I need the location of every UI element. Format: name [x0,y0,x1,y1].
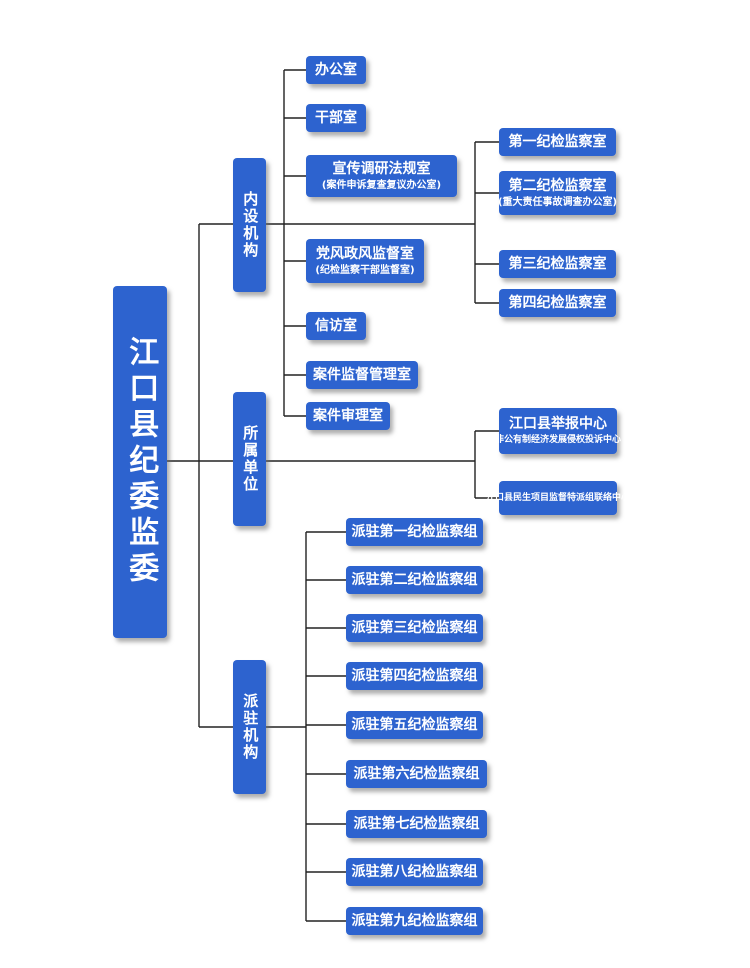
neishe-item-cadre[interactable]: 干部室 [306,104,366,132]
paizhu-group-label: 派驻第五纪检监察组 [351,716,478,733]
jijian-room-sublabel: (重大责任事故调查办公室) [497,196,618,208]
suoshu-item-report-center[interactable]: 江口县举报中心 非公有制经济发展侵权投诉中心 [495,408,621,454]
neishe-item-case-management[interactable]: 案件监督管理室 [306,361,418,389]
root-label: 江口县纪委监委 [123,336,159,588]
neishe-item-label: 信访室 [315,317,357,334]
neishe-item-label: 案件审理室 [313,407,383,424]
group-neishe-label: 内设机构 [241,191,260,259]
paizhu-group-2[interactable]: 派驻第二纪检监察组 [346,566,483,594]
neishe-item-label: 党风政风监督室 [316,245,414,262]
suoshu-item-livelihood-center[interactable]: 江口县民生项目监督特派组联络中心 [486,481,630,515]
neishe-item-office[interactable]: 办公室 [306,56,366,84]
paizhu-group-1[interactable]: 派驻第一纪检监察组 [346,518,483,546]
group-paizhu-label: 派驻机构 [241,693,260,761]
group-neishe[interactable]: 内设机构 [233,158,266,292]
paizhu-group-label: 派驻第九纪检监察组 [351,912,478,929]
jijian-room-label: 第四纪检监察室 [508,294,607,311]
paizhu-group-label: 派驻第八纪检监察组 [351,863,478,880]
jijian-room-label: 第三纪检监察室 [508,255,607,272]
jijian-room-2[interactable]: 第二纪检监察室 (重大责任事故调查办公室) [497,171,618,215]
neishe-item-label: 干部室 [315,109,357,126]
paizhu-group-6[interactable]: 派驻第六纪检监察组 [346,760,487,788]
paizhu-group-label: 派驻第六纪检监察组 [353,765,480,782]
paizhu-group-8[interactable]: 派驻第八纪检监察组 [346,858,483,886]
group-suoshu[interactable]: 所属单位 [233,392,266,526]
neishe-item-label: 宣传调研法规室 [332,160,431,177]
jijian-room-label: 第二纪检监察室 [508,177,607,194]
group-paizhu[interactable]: 派驻机构 [233,660,266,794]
suoshu-item-sublabel: 非公有制经济发展侵权投诉中心 [495,435,622,446]
neishe-item-sublabel: (案件申诉复查复议办公室) [321,179,442,191]
paizhu-group-7[interactable]: 派驻第七纪检监察组 [346,810,487,838]
paizhu-group-9[interactable]: 派驻第九纪检监察组 [346,907,483,935]
neishe-item-sublabel: (纪检监察干部监督室) [315,264,415,276]
neishe-item-style-supervision[interactable]: 党风政风监督室 (纪检监察干部监督室) [306,239,424,283]
paizhu-group-label: 派驻第三纪检监察组 [351,619,478,636]
paizhu-group-label: 派驻第二纪检监察组 [351,571,478,588]
suoshu-item-label: 江口县举报中心 [509,416,607,433]
root-node[interactable]: 江口县纪委监委 [113,286,167,638]
paizhu-group-label: 派驻第四纪检监察组 [351,667,478,684]
jijian-room-4[interactable]: 第四纪检监察室 [499,289,616,317]
jijian-room-label: 第一纪检监察室 [508,133,607,150]
paizhu-group-label: 派驻第七纪检监察组 [353,815,480,832]
jijian-room-1[interactable]: 第一纪检监察室 [499,128,616,156]
neishe-item-label: 案件监督管理室 [313,366,411,383]
paizhu-group-label: 派驻第一纪检监察组 [351,523,478,540]
group-suoshu-label: 所属单位 [241,425,260,493]
neishe-item-petition[interactable]: 信访室 [306,312,366,340]
paizhu-group-5[interactable]: 派驻第五纪检监察组 [346,711,483,739]
neishe-item-label: 办公室 [315,61,357,78]
jijian-room-3[interactable]: 第三纪检监察室 [499,250,616,278]
paizhu-group-3[interactable]: 派驻第三纪检监察组 [346,614,483,642]
suoshu-item-label: 江口县民生项目监督特派组联络中心 [486,492,631,503]
neishe-item-publicity[interactable]: 宣传调研法规室 (案件申诉复查复议办公室) [306,155,457,197]
neishe-item-case-review[interactable]: 案件审理室 [306,402,390,430]
paizhu-group-4[interactable]: 派驻第四纪检监察组 [346,662,483,690]
